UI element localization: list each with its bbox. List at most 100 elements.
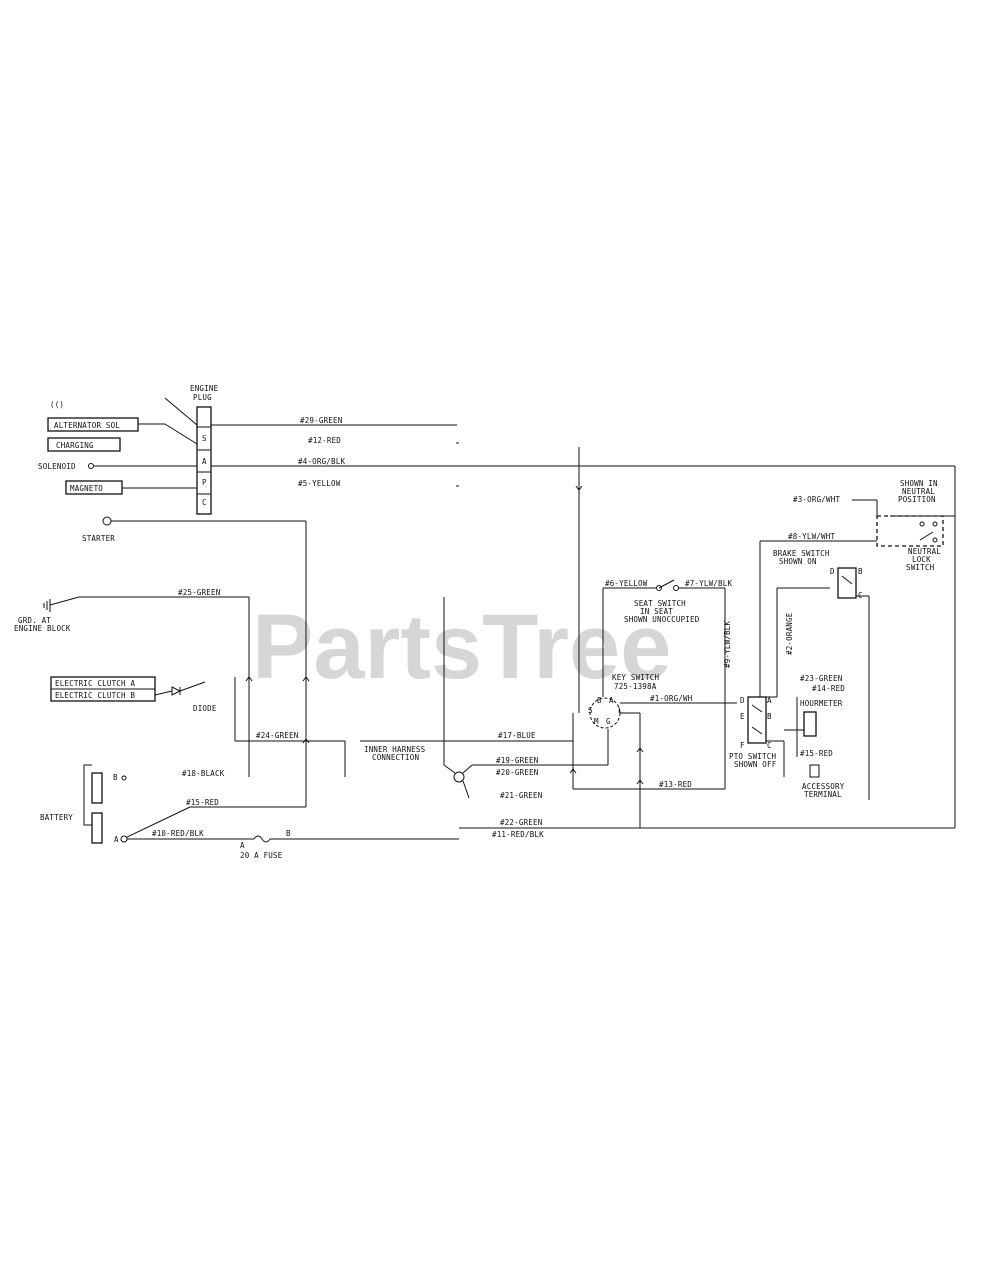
- pto-switch-box[interactable]: [747, 696, 767, 744]
- key-pin-s: S: [588, 706, 593, 715]
- seat-switch-label-3: SHOWN UNOCCUPIED: [624, 615, 700, 624]
- pin-p: P: [202, 478, 207, 487]
- wire-18-label: #18-BLACK: [182, 769, 225, 778]
- solenoid-label: SOLENOID: [38, 462, 76, 471]
- engine-plug-label-1: ENGINE: [190, 384, 219, 393]
- battery-b-label: B: [113, 773, 118, 782]
- wire-21-label: #21-GREEN: [500, 791, 542, 800]
- hourmeter-label: HOURMETER: [800, 699, 843, 708]
- wire-19-label: #19-GREEN: [496, 756, 538, 765]
- fuse-a-label: A: [240, 841, 245, 850]
- alternator-label: ALTERNATOR SOL: [54, 421, 120, 430]
- accessory-label-2: TERMINAL: [804, 790, 842, 799]
- wire-8-label: #8-YLW/WHT: [788, 532, 835, 541]
- wire-22-label: #22-GREEN: [500, 818, 542, 827]
- wire-4-label: #4-ORG/BLK: [298, 457, 345, 466]
- fuse-symbol: [253, 835, 271, 843]
- key-pin-g: G: [606, 717, 611, 726]
- pto-pin-c: C: [767, 741, 772, 750]
- wire-25-label: #25-GREEN: [178, 588, 220, 597]
- battery-cell-a: [91, 812, 103, 844]
- wire-5-label: #5-YELLOW: [298, 479, 341, 488]
- wire-15b-label: #15-RED: [800, 749, 833, 758]
- engine-plug-label-2: PLUG: [193, 393, 212, 402]
- starter-label: STARTER: [82, 534, 115, 543]
- wire-11-label: #11-RED/BLK: [492, 830, 544, 839]
- brake-switch-label-2: SHOWN ON: [779, 557, 817, 566]
- neutral-switch-box[interactable]: [876, 515, 944, 547]
- clutch-label-2: ELECTRIC CLUTCH B: [55, 691, 135, 700]
- ground-label-2: ENGINE BLOCK: [14, 624, 71, 633]
- key-pin-a: A: [609, 696, 614, 705]
- pin-s: S: [202, 434, 207, 443]
- watermark: PartsTree: [252, 596, 671, 698]
- inner-harness-connector: [453, 771, 465, 783]
- fuse-b-label: B: [286, 829, 291, 838]
- wire-29-label: #29-GREEN: [300, 416, 342, 425]
- wire-10-label: #10-RED/BLK: [152, 829, 204, 838]
- starter-terminal: [102, 516, 112, 526]
- inner-harness-label-1: INNER HARNESS: [364, 745, 426, 754]
- wire-23-label: #23-GREEN: [800, 674, 842, 683]
- accessory-label-1: ACCESSORY: [802, 782, 845, 791]
- brake-switch-label-1: BRAKE SWITCH: [773, 549, 830, 558]
- neutral-switch-label-2: LOCK: [912, 555, 931, 564]
- key-pin-b: B: [597, 696, 602, 705]
- shown-neutral-label-3: POSITION: [898, 495, 936, 504]
- pto-pin-b: B: [767, 712, 772, 721]
- key-pin-l: L: [618, 706, 623, 715]
- ground-label-1: GRD. AT: [18, 616, 51, 625]
- pin-c: C: [202, 498, 207, 507]
- seat-switch-contact-a: [656, 585, 662, 591]
- wire-17-label: #17-BLUE: [498, 731, 536, 740]
- brake-switch-box[interactable]: [837, 567, 857, 599]
- wire-6-label: #6-YELLOW: [605, 579, 648, 588]
- key-pin-m: M: [594, 717, 599, 726]
- wire-24-label: #24-GREEN: [256, 731, 298, 740]
- wire-2-label: #2-ORANGE: [785, 612, 794, 655]
- wire-7-label: #7-YLW/BLK: [685, 579, 732, 588]
- pto-pin-d: D: [740, 696, 745, 705]
- pto-pin-f: F: [740, 741, 745, 750]
- engine-plug: ENGINE PLUG S A P C: [190, 384, 219, 515]
- pin-a: A: [202, 457, 207, 466]
- wire-3-label: #3-ORG/WHT: [793, 495, 840, 504]
- shown-neutral-label-1: SHOWN IN: [900, 479, 938, 488]
- charging-label: CHARGING: [56, 441, 94, 450]
- pto-switch-label-2: SHOWN OFF: [734, 760, 777, 769]
- hourmeter-box: [803, 711, 817, 737]
- wire-12-label: #12-RED: [308, 436, 341, 445]
- inner-harness-label-2: CONNECTION: [372, 753, 419, 762]
- wire-9-label: #9-YLW/BLK: [723, 621, 732, 668]
- battery-a-label: A: [114, 835, 119, 844]
- pto-pin-e: E: [740, 712, 745, 721]
- key-switch-label-1: KEY SWITCH: [612, 673, 659, 682]
- wire-13-label: #13-RED: [659, 780, 692, 789]
- battery-cell-b: [91, 772, 103, 804]
- wire-1-label: #1-ORG/WH: [650, 694, 693, 703]
- pto-switch-label-1: PTO SWITCH: [729, 752, 776, 761]
- charging-box: [47, 437, 121, 452]
- accessory-terminal-box: [809, 764, 820, 778]
- top-left-mark: ((): [50, 400, 64, 409]
- battery-label: BATTERY: [40, 813, 73, 822]
- fuse-label: 20 A FUSE: [240, 851, 283, 860]
- clutch-label-1: ELECTRIC CLUTCH A: [55, 679, 135, 688]
- wire-14-label: #14-RED: [812, 684, 845, 693]
- magneto-label: MAGNETO: [70, 484, 103, 493]
- brake-pin-d: D: [830, 567, 835, 576]
- wire-20-label: #20-GREEN: [496, 768, 538, 777]
- seat-switch-label-2: IN SEAT: [640, 607, 673, 616]
- neutral-switch-label-3: SWITCH: [906, 563, 935, 572]
- key-switch[interactable]: S B A L G M: [588, 696, 623, 729]
- seat-switch-label-1: SEAT SWITCH: [634, 599, 686, 608]
- seat-switch-contact-b: [673, 585, 679, 591]
- pto-pin-a: A: [767, 696, 772, 705]
- brake-pin-b: B: [858, 567, 863, 576]
- key-switch-label-2: 725-1398A: [614, 682, 657, 691]
- diode-label: DIODE: [193, 704, 217, 713]
- neutral-switch-label-1: NEUTRAL: [908, 547, 941, 556]
- shown-neutral-label-2: NEUTRAL: [902, 487, 935, 496]
- wire-15a-label: #15-RED: [186, 798, 219, 807]
